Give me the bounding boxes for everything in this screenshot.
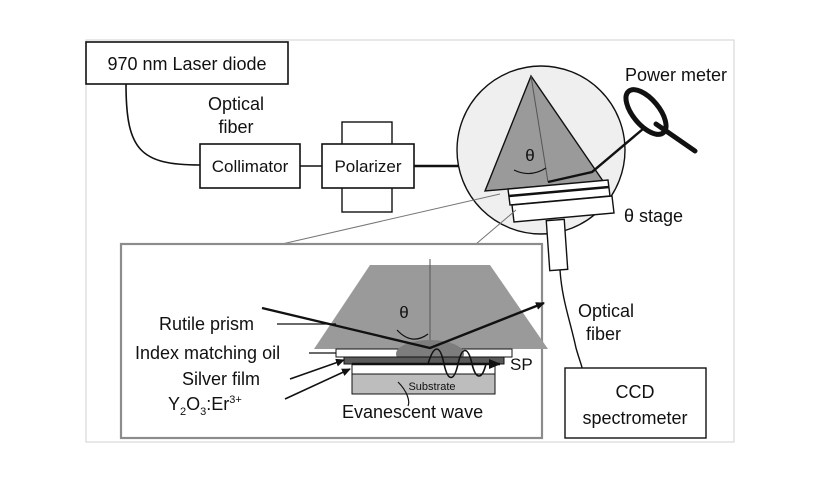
y2o3-sub2: 3 (200, 406, 206, 418)
power-meter-handle (653, 121, 698, 154)
ccd-spectrometer-box (564, 367, 707, 439)
y2o3-label: Y2O3:Er3+ (168, 394, 242, 418)
y2o3-arrow (284, 368, 351, 400)
sp-label: SP (510, 355, 533, 374)
top-prism-normal (530, 75, 549, 183)
polarizer-box (321, 143, 415, 189)
silver-film-top (508, 185, 610, 198)
rutile-prism-label: Rutile prism (159, 314, 254, 334)
silver-film-arrow (289, 358, 345, 380)
substrate-layer (351, 373, 496, 395)
fiber-connector (545, 218, 569, 272)
optical-fiber-top-label-1: Optical (208, 94, 264, 114)
y2o3-sub: 2 (180, 406, 186, 418)
reflected-beam (547, 117, 657, 184)
silver-film-label: Silver film (182, 369, 260, 389)
optical-fiber-right-label-1: Optical (578, 301, 634, 321)
ccd-label-2: spectrometer (582, 408, 687, 428)
inset-theta-label: θ (399, 303, 408, 322)
optical-fiber-top (125, 83, 201, 166)
inset-prism (314, 265, 548, 349)
polarizer-label: Polarizer (334, 157, 401, 176)
figure-frame (85, 39, 735, 443)
y2o3-mid: O (186, 394, 200, 414)
inset-theta-arc (396, 329, 429, 340)
y2o3-base: Y (168, 394, 180, 414)
y2o3-er: :Er (206, 394, 229, 414)
theta-stage-label: θ stage (624, 206, 683, 226)
index-matching-oil-label: Index matching oil (135, 343, 280, 363)
ccd-label-1: CCD (616, 382, 655, 402)
inset-beam (261, 301, 545, 350)
collimator-box (199, 143, 301, 189)
substrate-label: Substrate (408, 381, 455, 393)
evanescent-wave-label: Evanescent wave (342, 402, 483, 422)
collimator-label: Collimator (212, 157, 289, 176)
optical-fiber-right-label-2: fiber (586, 324, 621, 344)
power-meter-label: Power meter (625, 65, 727, 85)
laser-label: 970 nm Laser diode (107, 54, 266, 74)
y2o3-sup: 3+ (229, 394, 242, 406)
evanescent-wave-squiggle (427, 348, 487, 379)
optical-fiber-right (559, 269, 583, 369)
zoom-line-left (281, 193, 501, 245)
zoom-line-right (475, 209, 517, 245)
sample-plate-bottom (511, 195, 615, 223)
top-theta-label: θ (525, 146, 534, 165)
top-theta-arc (513, 167, 547, 175)
laser-box (85, 41, 289, 85)
evanescent-wave-leader (397, 381, 410, 407)
optical-fiber-top-label-2: fiber (218, 117, 253, 137)
